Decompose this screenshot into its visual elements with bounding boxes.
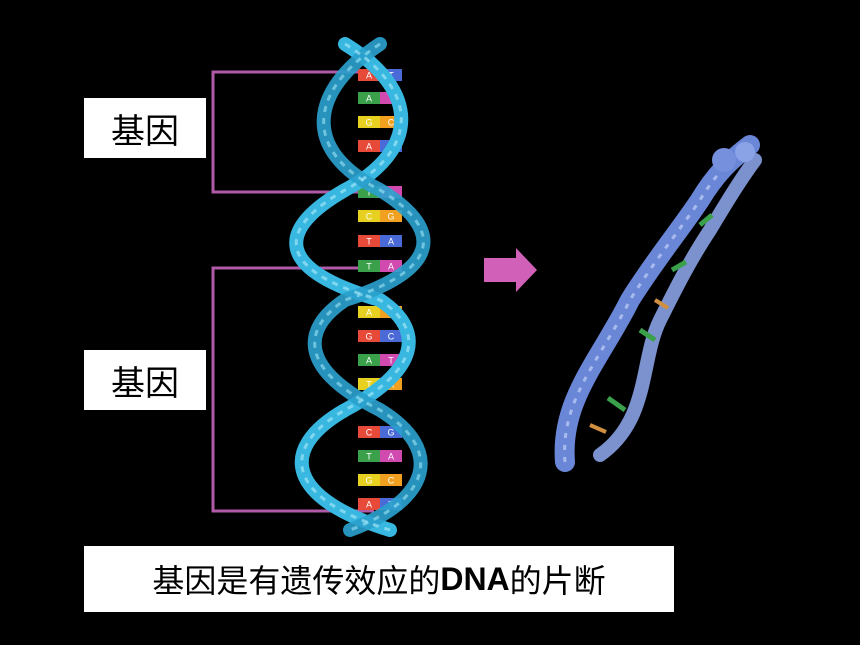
base-letter: A [366,308,372,318]
gene-label-top-text: 基因 [111,111,179,152]
base-letter: A [388,452,394,462]
base-letter: A [366,142,372,152]
base-letter: G [365,332,372,342]
gene-bracket-bottom [211,266,374,513]
base-letter: T [366,188,372,198]
base-left [358,306,380,318]
base-left [358,330,380,342]
gene-label-bottom-text: 基因 [111,363,179,404]
base-left [358,498,380,510]
base-left [358,140,380,152]
gene-bracket-top [211,70,374,194]
base-letter: C [388,476,395,486]
base-letter: G [387,212,394,222]
base-letter: G [365,476,372,486]
base-letter: C [388,332,395,342]
caption-part3: 的片断 [509,562,606,600]
dna-strand-3d [554,135,762,472]
base-left [358,426,380,438]
base-letter: A [388,262,394,272]
caption-dna: DNA [440,560,510,597]
base-letter: C [366,212,373,222]
base-left [358,210,380,222]
base-letter: C [388,118,395,128]
base-left [358,450,380,462]
base-letter: T [366,262,372,272]
caption-part1: 基因是有遗传效应的 [152,562,441,600]
arrow-right-icon [484,248,537,292]
base-right [380,235,402,247]
base-left [358,116,380,128]
base-letter: A [388,237,394,247]
base-letter: T [366,237,372,247]
base-left [358,260,380,272]
base-letter: T [366,452,372,462]
base-right [380,450,402,462]
base-right [380,474,402,486]
base-letter: C [366,428,373,438]
base-left [358,235,380,247]
base-right [380,210,402,222]
gene-label-bottom: 基因 [84,350,206,410]
base-letter: G [365,118,372,128]
base-right [380,330,402,342]
base-left [358,474,380,486]
base-letter: T [366,380,372,390]
base-letter: G [387,428,394,438]
base-letter: T [388,356,394,366]
base-letter: A [366,500,372,510]
base-right [380,260,402,272]
base-letter: A [366,71,372,81]
base-left [358,354,380,366]
base-letter: A [366,356,372,366]
base-left [358,92,380,104]
gene-label-top: 基因 [84,98,206,158]
base-letter: A [366,94,372,104]
